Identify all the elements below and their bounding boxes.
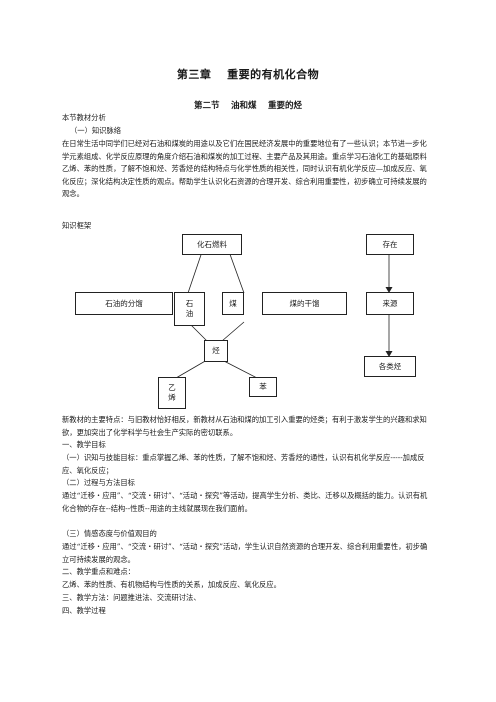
chapter-title: 第三章 重要的有机化合物	[176, 68, 320, 81]
node-source: 来源	[366, 292, 414, 315]
node-fossil-fuel: 化石燃料	[182, 234, 242, 255]
node-coal: 煤	[222, 292, 244, 315]
node-ethylene: 乙 烯	[158, 377, 186, 409]
node-hydrocarbon: 烃	[204, 340, 228, 362]
section-title: 第二节 油和煤 重要的烃	[194, 101, 302, 111]
features-paragraph: 新教材的主要特点：与旧教材恰好相反，新教材从石油和煤的加工引入重要的烃类；有利于…	[62, 415, 427, 437]
context-paragraph: 在日常生活中同学们已经对石油和煤炭的用途以及它们在国民经济发展中的重要地位有了一…	[62, 139, 427, 198]
node-hydrocarbon-types: 各类烃	[364, 356, 416, 377]
node-coal-distillation: 煤的干馏	[262, 292, 347, 315]
node-benzene: 苯	[249, 377, 277, 397]
node-petroleum: 石 油	[174, 292, 205, 326]
goal-process-heading: （二）过程与方法目标	[62, 478, 135, 487]
context-heading: （一）知识脉络	[70, 126, 122, 135]
goals-heading: 一、教学目标	[62, 440, 106, 449]
node-oil-fractionation: 石油的分馏	[75, 292, 173, 315]
framework-heading: 知识框架	[62, 221, 92, 230]
keypoints-text: 乙烯、苯的性质、有机物结构与性质的关系，加成反应、氧化反应。	[62, 580, 281, 589]
analysis-heading: 本节教材分析	[62, 113, 106, 122]
goal-attitude: 通过“迁移・应用”、“交流・研讨”、“活动・探究”活动，学生认识自然资源的合理开…	[62, 542, 428, 564]
keypoints-heading: 二、教学重点和难点：	[62, 567, 135, 576]
node-existence: 存在	[366, 234, 414, 255]
goal-knowledge: （一）识知与技能目标：重点掌握乙烯、苯的性质，了解不饱和烃、芳香烃的通性，认识有…	[62, 453, 425, 475]
teaching-process-heading: 四、教学过程	[62, 606, 106, 615]
teaching-methods: 三、教学方法：问题推进法、交流研讨法、	[62, 593, 201, 602]
goal-process: 通过“迁移・应用”、“交流・研讨”、“活动・探究”等活动，提高学生分析、类比、迁…	[62, 491, 428, 513]
goal-attitude-heading: （三）情感态度与价值观目的	[62, 529, 157, 538]
